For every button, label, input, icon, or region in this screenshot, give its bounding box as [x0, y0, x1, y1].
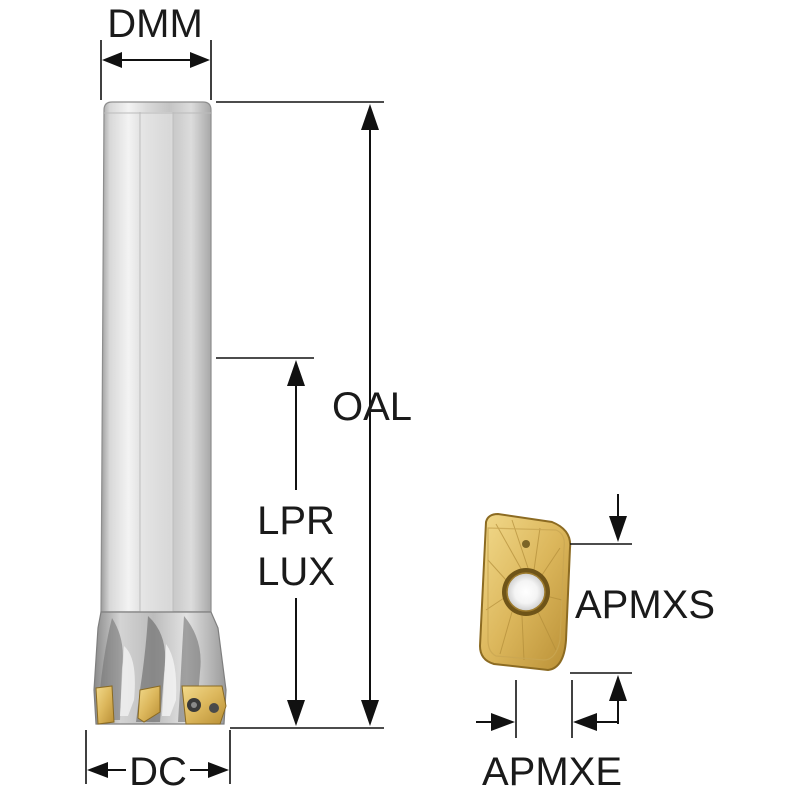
dc-label: DC — [129, 750, 187, 794]
lpr-lux-dimension: LPR LUX — [216, 357, 342, 726]
dmm-label: DMM — [107, 2, 203, 46]
end-mill — [93, 101, 227, 725]
shank-flat — [140, 112, 173, 612]
apmxs-label: APMXS — [575, 583, 715, 627]
head-insert-center — [137, 685, 161, 723]
dmm-dimension: DMM — [100, 2, 212, 100]
apmxe-dimension: APMXE — [476, 680, 622, 794]
apmxs-dimension: APMXS — [570, 494, 715, 724]
insert — [478, 512, 572, 672]
oal-dimension: OAL — [216, 101, 412, 729]
lux-label: LUX — [257, 550, 335, 594]
lpr-label: LPR — [257, 499, 335, 543]
apmxe-label: APMXE — [482, 750, 622, 794]
cutting-head — [93, 611, 227, 725]
head-insert-left — [95, 685, 115, 725]
head-insert-right — [181, 685, 227, 725]
oal-label: OAL — [332, 385, 412, 429]
dc-dimension: DC — [85, 730, 231, 794]
